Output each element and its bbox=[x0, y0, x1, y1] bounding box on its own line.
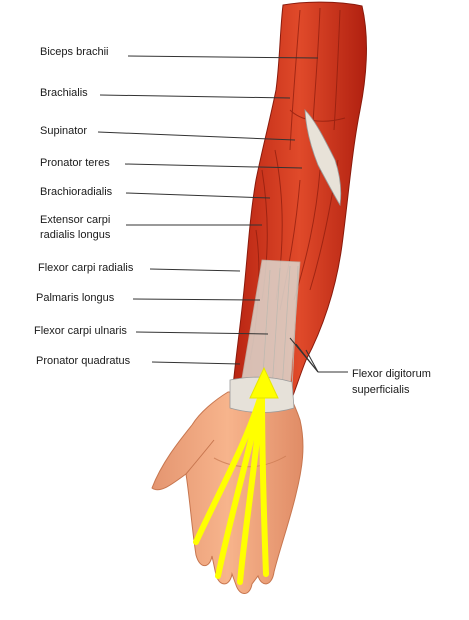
label-pronator-teres: Pronator teres bbox=[40, 157, 110, 169]
leader-lines bbox=[97, 55, 348, 373]
thumb-crease bbox=[185, 439, 215, 475]
label-extensor-carpi-line2: radialis longus bbox=[40, 229, 111, 241]
label-flexor-digitorum-line2: superficialis bbox=[352, 384, 410, 396]
label-supinator: Supinator bbox=[40, 125, 88, 137]
label-biceps-brachii: Biceps brachii bbox=[40, 46, 109, 58]
highlight-arrow-icon bbox=[249, 366, 279, 399]
palm-crease bbox=[213, 455, 287, 468]
highlighted-finger-tendons bbox=[193, 389, 269, 585]
label-flexor-digitorum-line1: Flexor digitorum bbox=[352, 368, 431, 380]
label-brachialis: Brachialis bbox=[40, 87, 88, 99]
label-flexor-carpi-radialis: Flexor carpi radialis bbox=[38, 262, 134, 274]
label-pronator-quadratus: Pronator quadratus bbox=[36, 355, 131, 367]
label-palmaris-longus: Palmaris longus bbox=[36, 292, 115, 304]
biceps-tendon bbox=[304, 108, 342, 207]
hand-shape bbox=[151, 391, 304, 594]
label-extensor-carpi-line1: Extensor carpi bbox=[40, 214, 111, 226]
label-flexor-carpi-ulnaris: Flexor carpi ulnaris bbox=[34, 325, 127, 337]
label-brachioradialis: Brachioradialis bbox=[40, 186, 113, 198]
